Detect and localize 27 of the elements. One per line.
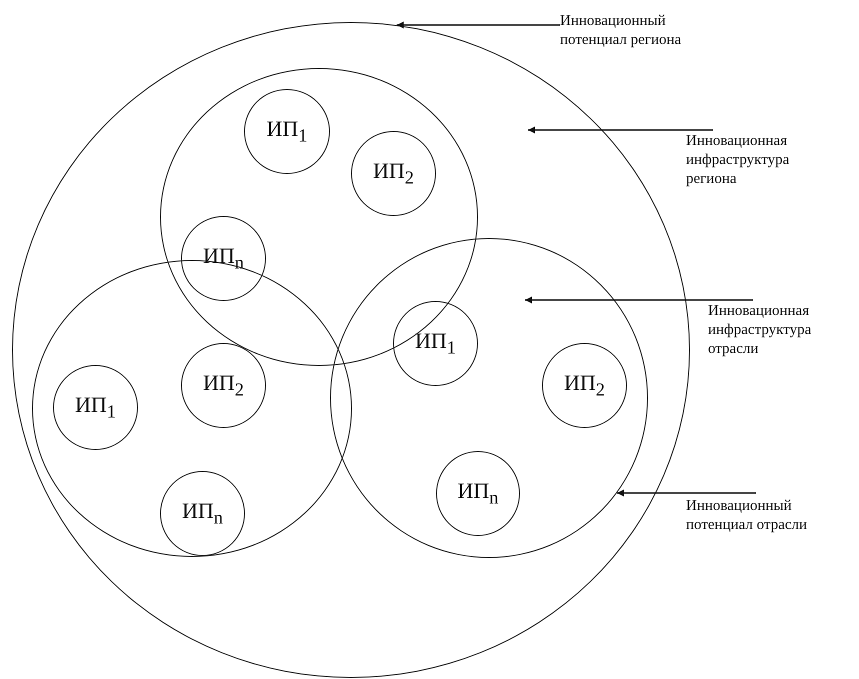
leader-arrow — [396, 22, 560, 28]
small-circle — [436, 451, 520, 536]
circle-label: ИП$_{2}$ — [373, 158, 414, 189]
circle-label: ИП$_{2}$ — [564, 370, 605, 401]
leader-arrow — [525, 296, 753, 304]
circle-label: ИП$_{n}$ — [182, 498, 223, 529]
set-circle — [160, 68, 478, 366]
small-circle — [53, 365, 138, 450]
circle-label: ИП$_{n}$ — [458, 478, 498, 509]
circle-label: ИП$_{1}$ — [415, 328, 456, 359]
leader-arrow — [616, 490, 756, 496]
set-circle — [330, 238, 648, 558]
callout-text: Инновационный потенциал региона — [560, 12, 720, 50]
callout-text: Инновационная инфраструктура региона — [686, 132, 821, 189]
small-circle — [181, 216, 266, 301]
circle-label: ИП$_{1}$ — [75, 392, 116, 423]
small-circle — [160, 471, 245, 556]
callout-text: Инновационная инфраструктура отрасли — [708, 302, 848, 359]
small-circle — [244, 89, 330, 174]
callout-text: Инновационный потенциал отрасли — [686, 497, 851, 535]
leader-arrow — [528, 126, 713, 134]
small-circle — [181, 343, 266, 428]
circle-label: ИП$_{2}$ — [203, 370, 244, 401]
circle-label: ИП$_{1}$ — [266, 116, 308, 147]
small-circle — [393, 301, 478, 386]
small-circle — [351, 131, 436, 216]
small-circle — [542, 343, 627, 428]
